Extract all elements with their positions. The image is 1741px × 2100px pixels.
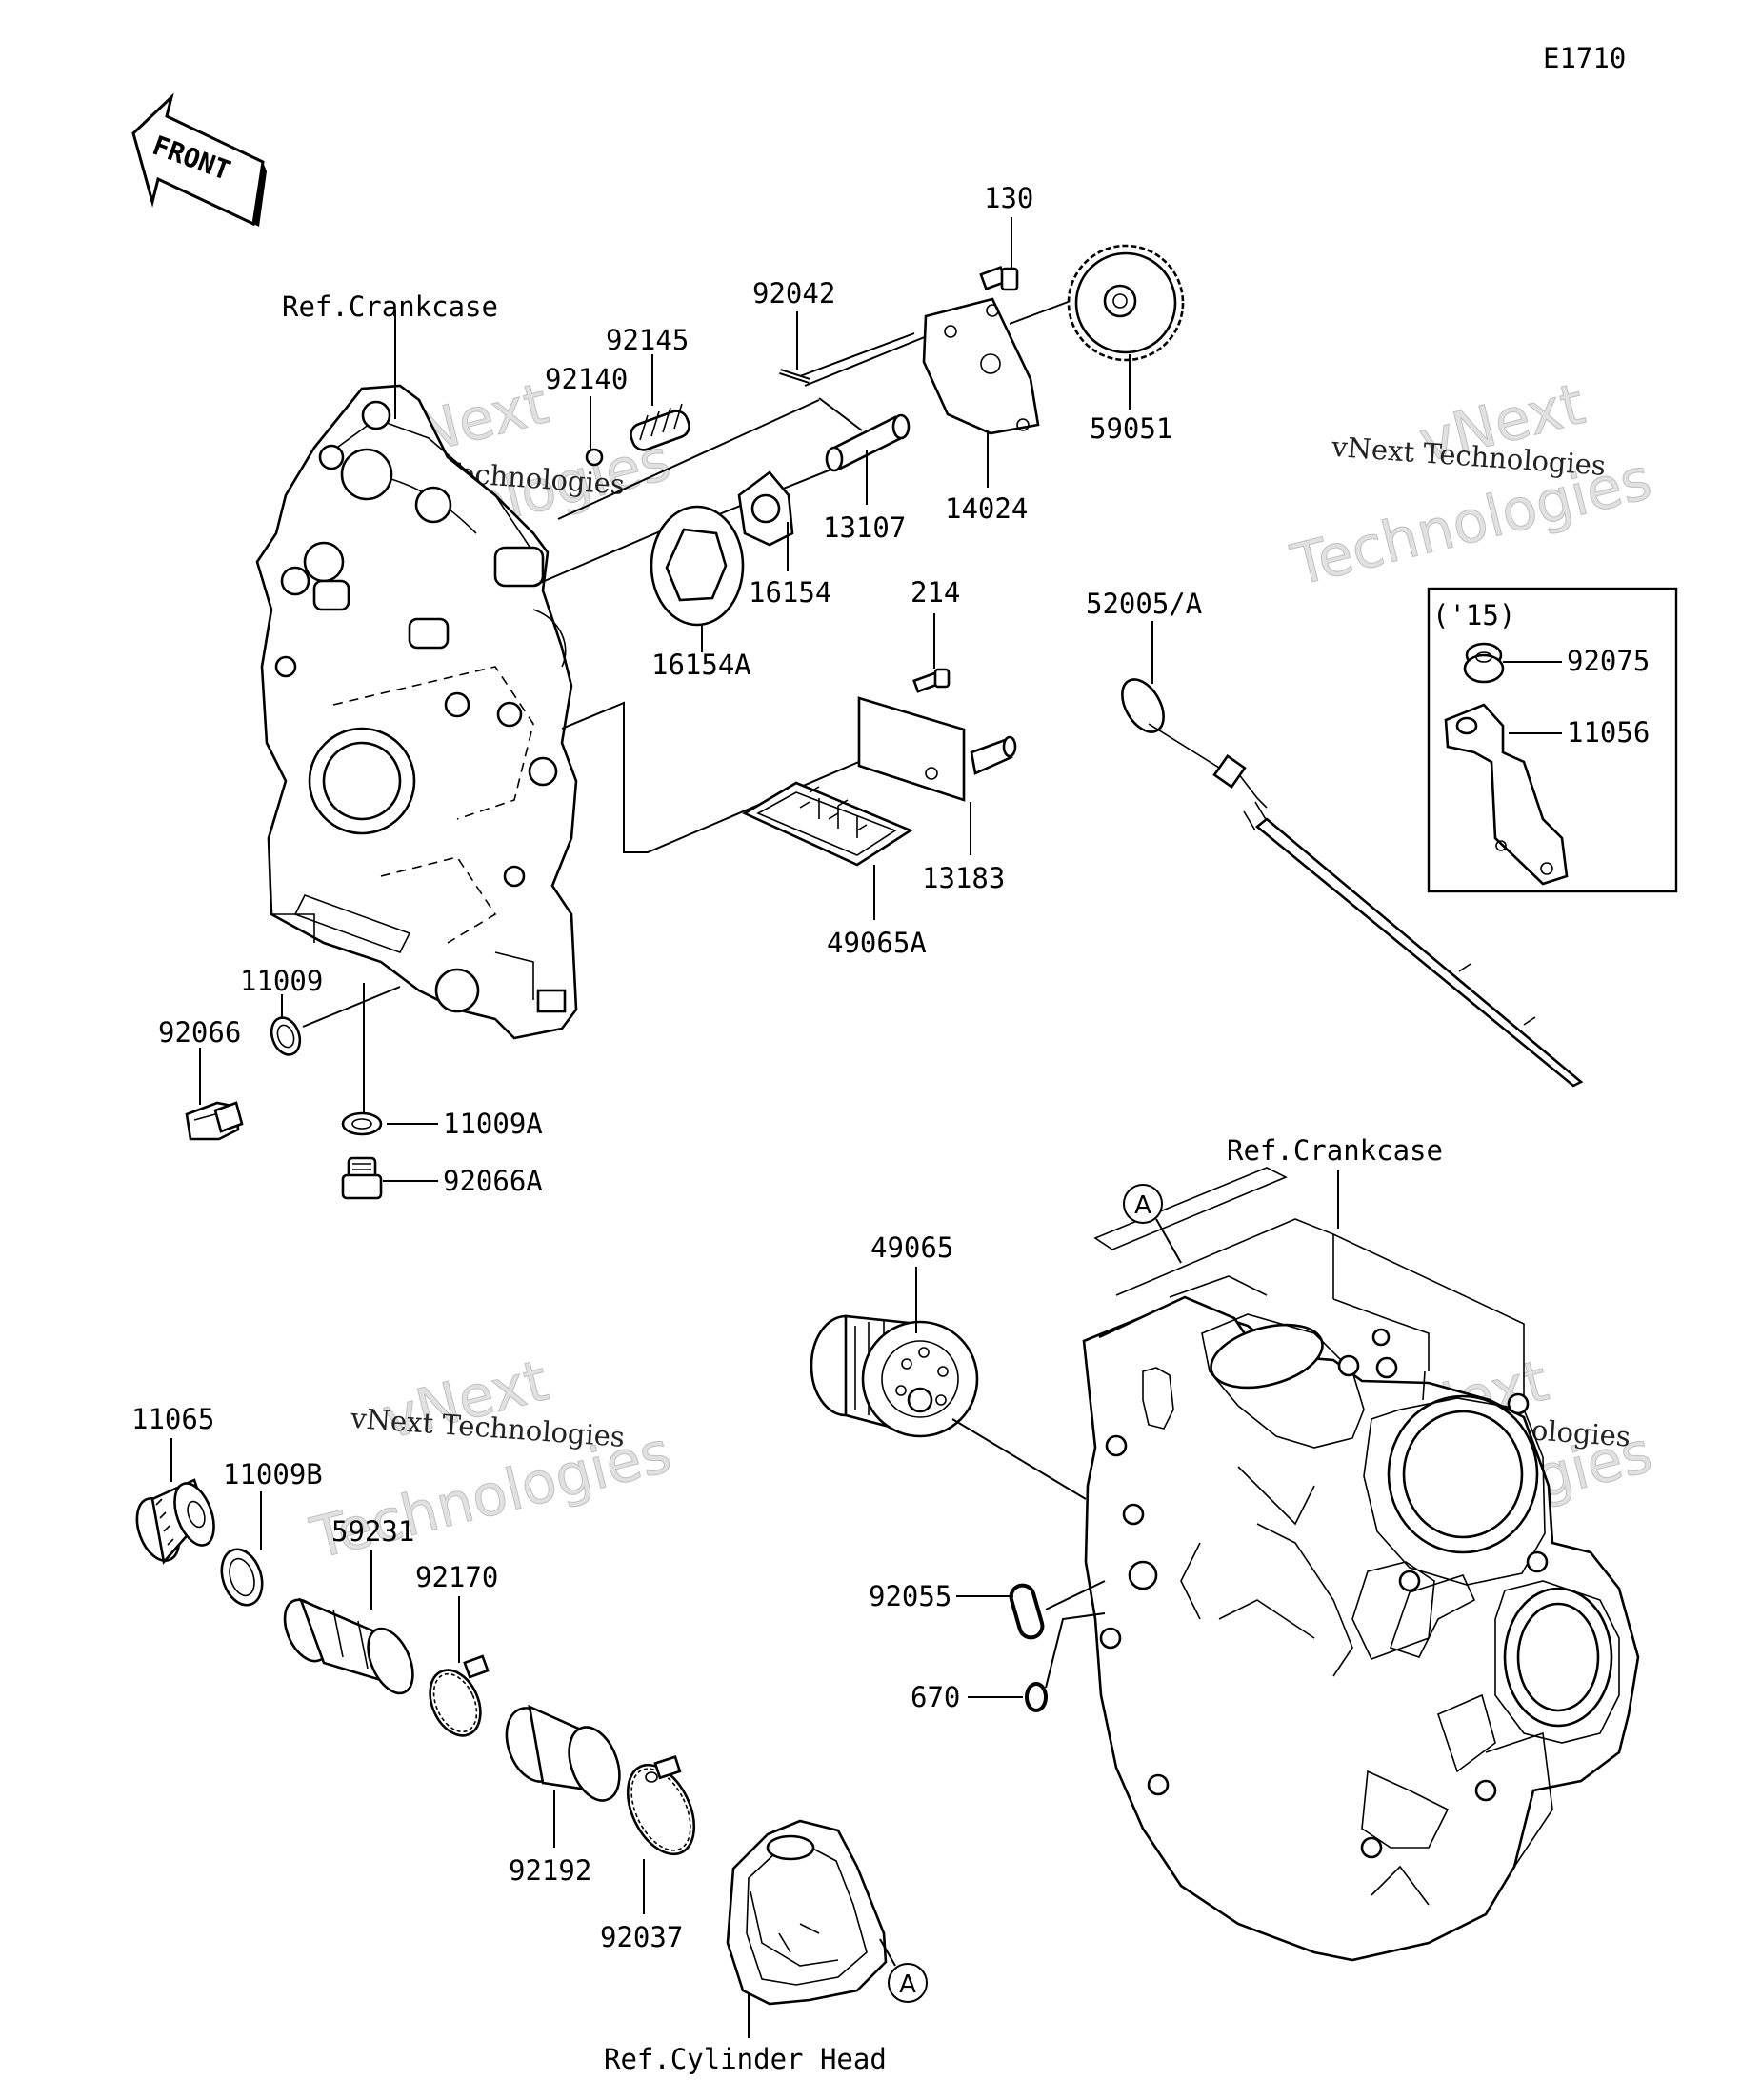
label-11009b: 11009B <box>223 1458 323 1490</box>
part-92170-hose-clamp[interactable] <box>420 1654 490 1744</box>
svg-text:A: A <box>899 1970 916 1999</box>
crankcase-cover-upper <box>255 384 578 1040</box>
part-11009-washer[interactable] <box>267 1013 305 1058</box>
label-92037: 92037 <box>600 1921 683 1953</box>
label-13183: 13183 <box>922 862 1005 894</box>
diagram-code: E1710 <box>1543 42 1626 74</box>
label-13107: 13107 <box>823 511 906 544</box>
part-92140-ball[interactable] <box>585 448 604 467</box>
part-13107-shaft[interactable] <box>825 413 911 472</box>
label-11065: 11065 <box>131 1403 214 1435</box>
label-11056: 11056 <box>1567 716 1650 749</box>
label-59051: 59051 <box>1090 412 1172 445</box>
label-214: 214 <box>911 576 960 609</box>
label-49065a: 49065A <box>827 927 927 959</box>
label-14024: 14024 <box>945 492 1028 525</box>
part-49065a-strainer[interactable] <box>742 781 913 867</box>
part-92037-hose-clamp[interactable] <box>614 1754 708 1865</box>
part-52005a-dipstick[interactable] <box>1113 672 1584 1088</box>
part-59231-sleeve[interactable] <box>276 1593 422 1700</box>
part-92192-hose[interactable] <box>497 1701 629 1808</box>
label-92192: 92192 <box>509 1854 591 1887</box>
label-92055: 92055 <box>869 1580 951 1612</box>
callout-a-lower: A <box>879 1938 928 2003</box>
label-130: 130 <box>984 182 1033 214</box>
label-52005a: 52005/A <box>1086 588 1202 620</box>
label-670: 670 <box>911 1681 960 1713</box>
label-49065: 49065 <box>870 1231 953 1264</box>
part-11009b-gasket[interactable] <box>215 1544 270 1610</box>
label-92042: 92042 <box>752 277 835 310</box>
part-92066-drain-plug[interactable] <box>185 1101 244 1141</box>
part-214-screw[interactable] <box>912 668 951 693</box>
part-11009a-washer[interactable] <box>341 1111 383 1136</box>
label-92066a: 92066A <box>443 1165 543 1197</box>
svg-text:A: A <box>1134 1191 1151 1220</box>
label-11009: 11009 <box>240 965 323 997</box>
part-92042-pin[interactable] <box>779 369 810 384</box>
label-59231: 59231 <box>331 1515 414 1548</box>
label-92140: 92140 <box>545 363 628 395</box>
part-670-o-ring[interactable] <box>1025 1682 1048 1712</box>
label-16154a: 16154A <box>651 649 751 681</box>
label-92075: 92075 <box>1567 645 1650 677</box>
part-92145-spring[interactable] <box>628 403 692 453</box>
label-92145: 92145 <box>606 324 689 356</box>
part-14024-plate[interactable] <box>922 297 1040 435</box>
watermark-right-top: vNext Technologies vNext Technologies <box>1284 370 1658 600</box>
cylinder-head-housing <box>726 1819 888 2006</box>
part-11056-bracket[interactable] <box>1444 703 1569 886</box>
part-16154a-outer-rotor[interactable] <box>650 505 745 627</box>
part-11065-bearing[interactable] <box>130 1478 222 1567</box>
label-ref-crankcase-upper: Ref.Crankcase <box>282 290 498 323</box>
label-11009a: 11009A <box>443 1108 543 1140</box>
label-92066: 92066 <box>158 1016 241 1049</box>
part-13183-plate[interactable] <box>857 696 1017 802</box>
part-92055-o-ring[interactable] <box>1009 1583 1046 1640</box>
part-16154-inner-rotor[interactable] <box>737 470 794 547</box>
crankcase-lower <box>1082 1167 1640 1962</box>
part-92075-grommet[interactable] <box>1463 642 1505 684</box>
label-ref-crankcase-lower: Ref.Crankcase <box>1227 1134 1443 1167</box>
part-59051-gear[interactable] <box>1067 244 1185 362</box>
callout-a-upper: A <box>1123 1184 1182 1264</box>
part-92066a-plug[interactable] <box>341 1156 383 1200</box>
front-arrow-icon: FRONT <box>131 92 267 227</box>
label-ref-cylinder-head: Ref.Cylinder Head <box>604 2043 887 2075</box>
part-49065-oil-filter[interactable] <box>810 1314 979 1438</box>
inset-2015-box: ('15) <box>1427 587 1678 893</box>
label-92170: 92170 <box>415 1561 498 1593</box>
label-16154: 16154 <box>749 576 831 609</box>
inset-year-label: ('15) <box>1432 599 1515 631</box>
part-130-bolt[interactable] <box>979 266 1019 291</box>
